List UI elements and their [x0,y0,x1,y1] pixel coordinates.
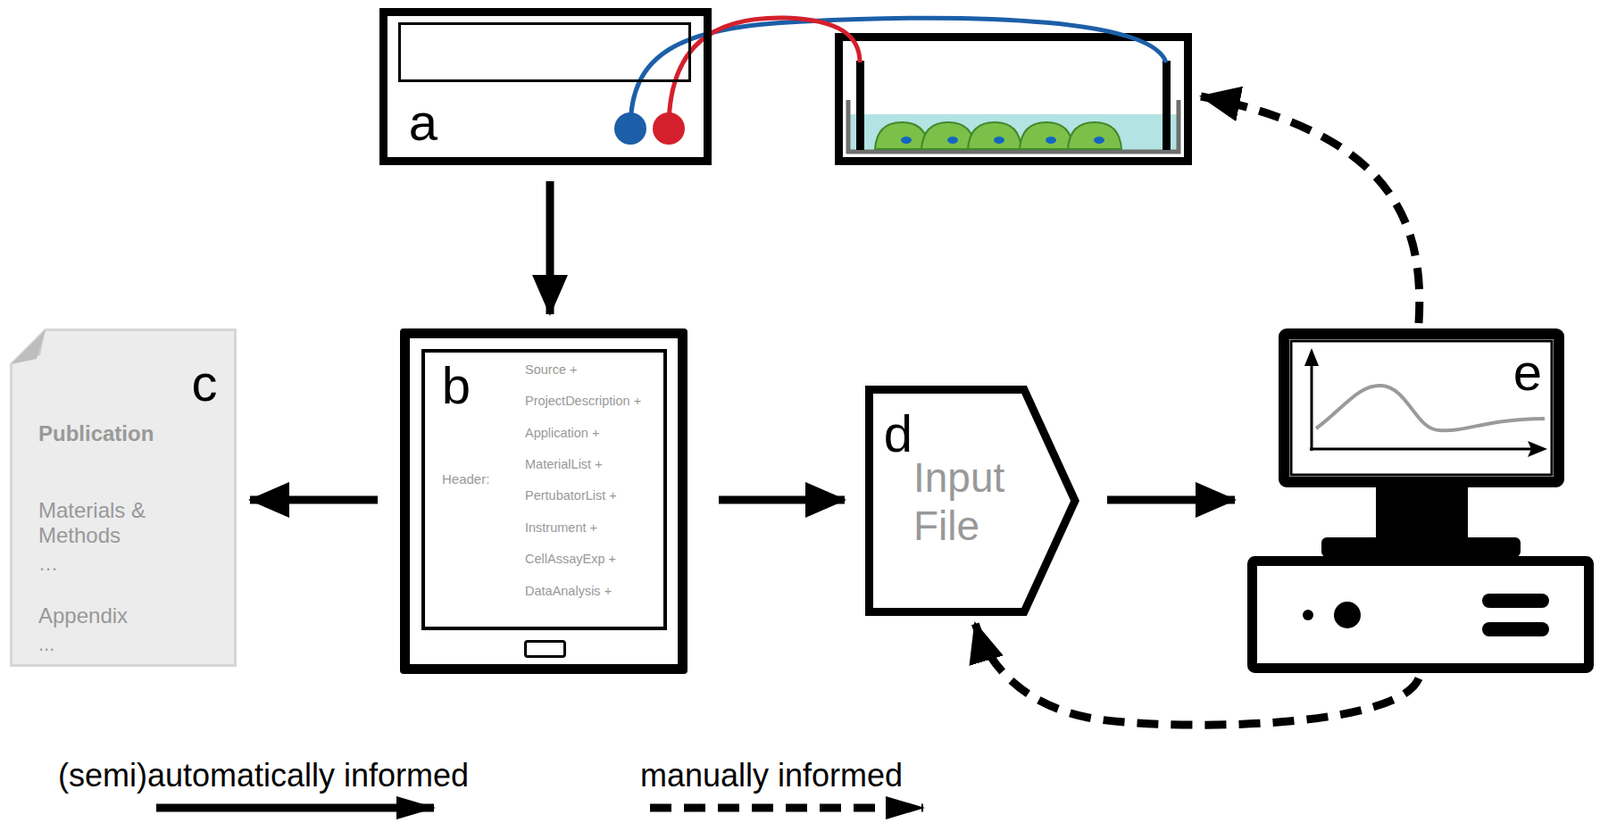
red-terminal [652,112,685,145]
auto-connector [250,496,378,505]
legend-solid-arrow [156,804,434,813]
node-text: Input File [913,453,1048,550]
paper-outline [11,330,236,667]
paper-fold [11,330,47,366]
node-text: DataAnalysis + [525,583,612,600]
tablet: bHeader: Source + ProjectDescription + Appl… [400,328,688,675]
legend-dashed-arrow [650,804,924,813]
device-display [398,22,692,83]
node-text: Source + [525,362,577,378]
node-text: PertubatorList + [525,488,617,504]
node-text: MaterialList + [525,457,603,473]
node-text: Materials & Methods [38,498,191,549]
cell-nucleus [947,136,959,144]
paper-fold-shade [11,330,47,366]
case-button [1333,601,1361,629]
chart-y-arrow [1304,348,1319,367]
node-text: Instrument + [525,520,598,536]
chart-y-axis [1310,358,1314,451]
node-text: Header: [441,471,490,487]
auto-connector [1107,496,1235,505]
cell-dish [839,37,1189,162]
node-text: Publication [38,421,154,447]
cell [921,122,975,150]
panel-letter: a [408,92,438,153]
monitor [1283,333,1559,483]
node-text: CellAssayExp + [525,551,617,567]
panel-letter: c [191,353,218,414]
panel-letter: e [1513,342,1542,403]
panel-letter: b [441,356,471,417]
node-text: Application + [525,425,600,442]
monitor-foot [1321,537,1521,558]
auto-connector [546,181,555,315]
legend-text: (semi)automatically informed [58,757,469,794]
file-outline [869,390,1076,613]
case-led [1302,609,1314,621]
cell [1019,122,1074,150]
blue-terminal [614,112,647,145]
cell [875,122,929,150]
manual-arrow [1200,96,1420,324]
panel-letter: d [883,404,913,465]
monitor-screen [1291,341,1552,475]
chart-x-arrow [1527,441,1548,458]
power-supply: a [379,8,712,166]
chart-x-axis [1309,448,1535,451]
node-text: … [38,552,59,575]
node-text: ProjectDescription + [525,393,642,409]
tablet-button [524,640,567,659]
cell-nucleus [1045,136,1057,144]
cell [1067,122,1122,150]
cell [967,122,1022,150]
monitor-neck [1375,482,1468,542]
drive-slot [1482,622,1550,637]
input-file: dInput File [865,385,1080,617]
red-wire [668,17,860,129]
computer-case [1252,561,1590,669]
publication-page: cPublicationMaterials & Methods … Appendix… [9,328,237,667]
chart-curve [1316,385,1545,431]
drive-slot [1482,593,1550,609]
cell-nucleus [1093,136,1105,144]
computer: e [1247,328,1594,674]
cell-nucleus [993,136,1005,144]
node-text: Appendix [38,603,128,629]
cell-nucleus [900,136,912,144]
auto-connector [718,496,845,505]
node-text: ... [38,633,55,656]
legend-text: manually informed [640,757,903,794]
